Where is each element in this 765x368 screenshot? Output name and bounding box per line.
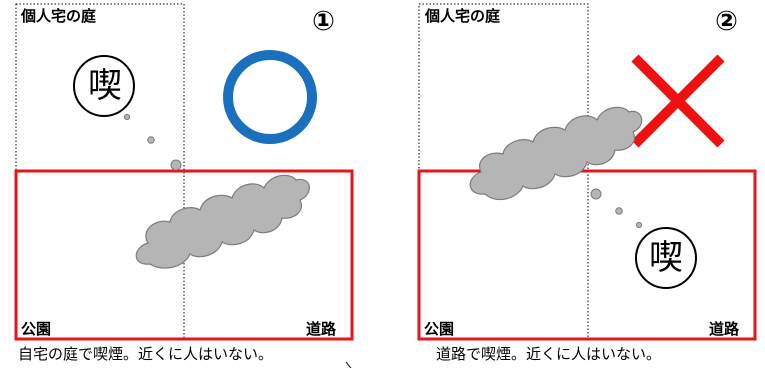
smoke-puff — [615, 207, 623, 215]
private-yard-label: 個人宅の庭 — [21, 7, 97, 25]
smoke-puff — [635, 221, 643, 229]
smoke-cloud-icon — [469, 106, 643, 201]
caption: 自宅の庭で喫煙。近くに人はいない。 — [18, 345, 274, 363]
public-area-frame — [417, 169, 757, 341]
panel-1: ① 個人宅の庭 喫 公園 道路 自宅の庭で喫煙。近くに人はいない。 — [0, 0, 360, 368]
panel-1-drawing — [14, 3, 354, 368]
smoking-symbol-label: 喫 — [88, 66, 122, 106]
panel-2: ② 個人宅の庭 喫 公園 道路 道路で喫煙。近くに人はいない。 — [403, 0, 763, 368]
smoking-symbol-icon — [635, 227, 697, 289]
smoke-puff — [170, 159, 182, 171]
road-label: 道路 — [306, 320, 337, 338]
smoke-puff — [123, 113, 131, 121]
smoke-puff — [147, 136, 155, 144]
smoke-puff — [590, 188, 602, 200]
circle-mark-icon — [223, 50, 317, 144]
smoking-symbol-label: 喫 — [649, 238, 683, 278]
park-label: 公園 — [424, 320, 455, 338]
road-label: 道路 — [709, 320, 740, 338]
park-label: 公園 — [21, 320, 52, 338]
public-area-frame — [14, 169, 354, 341]
private-yard-label: 個人宅の庭 — [425, 7, 501, 25]
panel-2-drawing — [417, 3, 757, 341]
caption: 道路で喫煙。近くに人はいない。 — [436, 345, 662, 363]
panel-number: ② — [715, 6, 738, 37]
private-yard-boundary — [15, 3, 185, 340]
smoke-cloud-icon — [135, 174, 310, 269]
panel-number: ① — [312, 6, 335, 37]
smoking-symbol-icon — [73, 55, 135, 117]
cross-mark-icon — [631, 54, 725, 148]
caption-tick — [345, 361, 352, 368]
